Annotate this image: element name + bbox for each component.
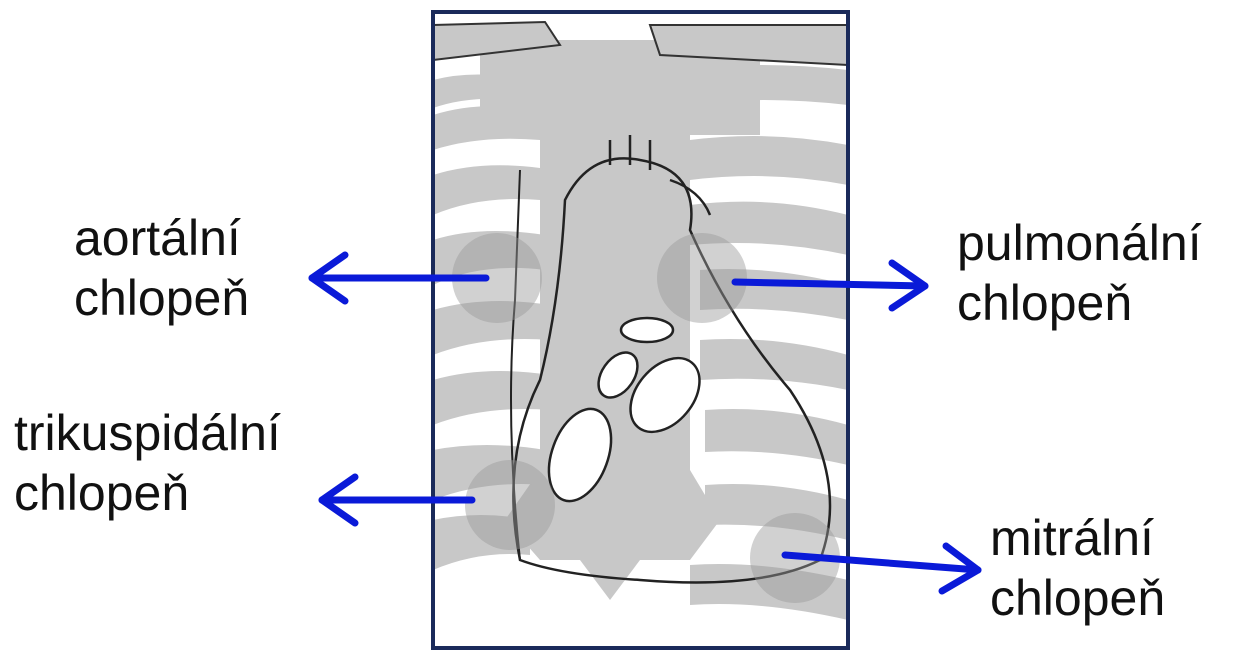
aortic-valve-label: aortální chlopeň	[74, 208, 249, 328]
tricuspid-valve-label-line2: chlopeň	[14, 463, 281, 523]
pulmonary-valve-label: pulmonální chlopeň	[957, 213, 1202, 333]
pulmonary-valve-label-line1: pulmonální	[957, 213, 1202, 273]
mitral-valve-label-line1: mitrální	[990, 508, 1165, 568]
tricuspid-valve-label-line1: trikuspidální	[14, 403, 281, 463]
tricuspid-spot	[465, 460, 555, 550]
mitral-valve-label-line2: chlopeň	[990, 568, 1165, 628]
aortic-valve-label-line1: aortální	[74, 208, 249, 268]
tricuspid-valve-label: trikuspidální chlopeň	[14, 403, 281, 523]
mitral-valve-label: mitrální chlopeň	[990, 508, 1165, 628]
aortic-valve-label-line2: chlopeň	[74, 268, 249, 328]
pulmonary-spot	[657, 233, 747, 323]
pulmonary-valve-label-line2: chlopeň	[957, 273, 1202, 333]
